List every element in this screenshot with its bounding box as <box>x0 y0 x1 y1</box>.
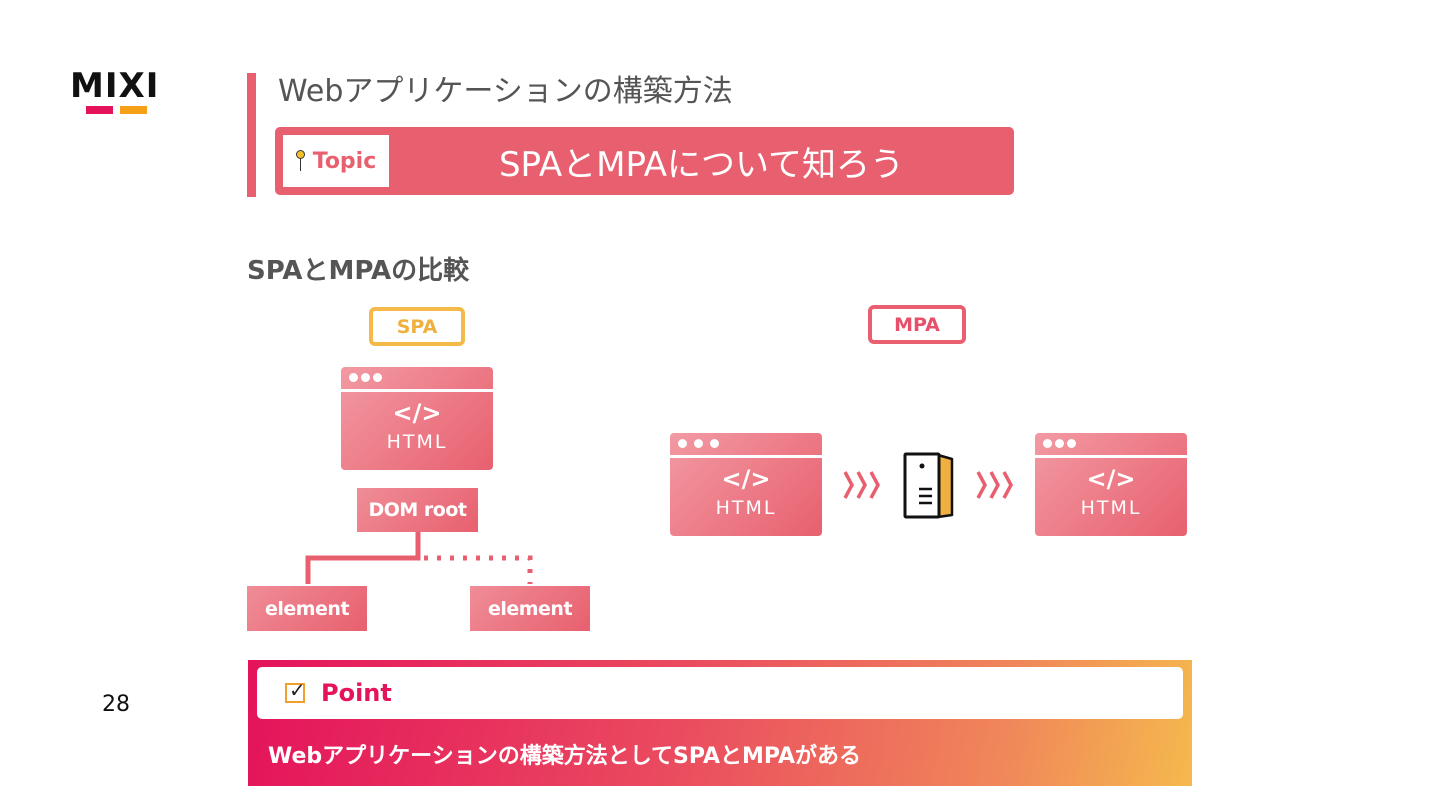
topic-label: Topic <box>312 148 377 174</box>
topic-text: SPAとMPAについて知ろう <box>498 144 905 185</box>
window-dots-icon <box>1043 439 1076 448</box>
header-accent-bar <box>247 73 256 197</box>
html-label: HTML <box>715 497 777 519</box>
logo-bar-pink <box>86 106 113 114</box>
logo-text: MIXI <box>70 66 160 106</box>
spa-browser-window: </> HTML <box>341 367 493 470</box>
code-icon: </> <box>392 399 442 427</box>
html-label: HTML <box>386 431 448 453</box>
point-header: ✓ Point <box>257 667 1183 719</box>
chevron-arrows-icon <box>842 468 884 509</box>
checkbox-icon: ✓ <box>285 678 307 704</box>
pin-icon <box>295 150 306 172</box>
mpa-browser-window-right: </> HTML <box>1035 433 1187 536</box>
section-heading: SPAとMPAの比較 <box>247 256 470 286</box>
point-text: Webアプリケーションの構築方法としてSPAとMPAがある <box>268 744 862 769</box>
html-label: HTML <box>1080 497 1142 519</box>
code-icon: </> <box>1086 465 1136 493</box>
point-label: Point <box>321 679 392 707</box>
spa-label: SPA <box>369 307 465 346</box>
element-node: element <box>247 586 367 631</box>
topic-bar: Topic SPAとMPAについて知ろう <box>275 127 1014 195</box>
browser-titlebar <box>1035 433 1187 458</box>
server-icon <box>902 451 956 521</box>
mixi-logo: MIXI <box>70 66 162 114</box>
page-title: Webアプリケーションの構築方法 <box>278 74 733 109</box>
window-dots-icon <box>678 439 719 448</box>
browser-titlebar <box>341 367 493 392</box>
page-number: 28 <box>102 692 130 717</box>
dom-root-node: DOM root <box>357 488 478 532</box>
mpa-label: MPA <box>868 305 966 344</box>
window-dots-icon <box>349 373 382 382</box>
element-node: element <box>470 586 590 631</box>
mpa-browser-window-left: </> HTML <box>670 433 822 536</box>
topic-tag: Topic <box>283 135 389 187</box>
browser-titlebar <box>670 433 822 458</box>
code-icon: </> <box>721 465 771 493</box>
logo-bar-orange <box>120 106 147 114</box>
point-box: ✓ Point Webアプリケーションの構築方法としてSPAとMPAがある <box>248 660 1192 786</box>
logo-bars <box>70 106 162 114</box>
chevron-arrows-icon <box>975 468 1017 509</box>
